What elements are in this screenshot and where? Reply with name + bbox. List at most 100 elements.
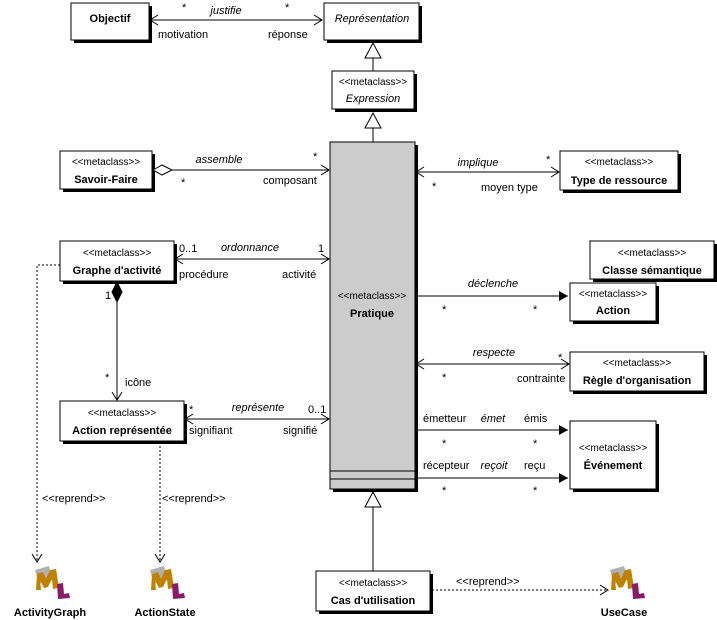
generalization-cas-utilisation-pratique <box>364 490 382 571</box>
class-objectif[interactable]: Objectif <box>70 2 152 43</box>
class-pratique-name: Pratique <box>350 308 394 320</box>
uml-element-usecase: UseCase <box>601 566 647 619</box>
association-emet-mult-a: * <box>442 438 447 450</box>
association-represente-mult-b: 0..1 <box>308 404 326 416</box>
class-representation-name: Représentation <box>335 13 410 25</box>
class-action-representee[interactable]: <<metaclass>> Action représentée <box>59 400 187 444</box>
association-respecte-mult-b: * <box>558 352 563 364</box>
dependency-casutilisation-usecase: <<reprend>> <box>432 576 609 596</box>
association-respecte-mult-a: * <box>442 372 447 384</box>
class-savoir-faire[interactable]: <<metaclass>> Savoir-Faire <box>59 150 155 192</box>
association-ordonnance-role-a: procédure <box>179 269 229 281</box>
class-cas-utilisation[interactable]: <<metaclass>> Cas d'utilisation <box>315 570 433 614</box>
association-ordonnance-role-b: activité <box>282 269 316 281</box>
dependency-action-actionstate: <<reprend>> <box>154 442 226 563</box>
class-evenement[interactable]: <<metaclass>> Événement <box>569 420 659 492</box>
association-declenche-mult-b: * <box>533 304 538 316</box>
class-cas-utilisation-name: Cas d'utilisation <box>331 595 416 607</box>
association-justifie-role-b: réponse <box>268 29 308 41</box>
association-recoit-mult-b: * <box>533 485 538 497</box>
class-classe-semantique-stereotype: <<metaclass>> <box>618 248 687 259</box>
association-emet-role-a: émetteur <box>423 413 467 425</box>
association-justifie-mult-a: * <box>182 2 187 14</box>
uml-element-actionstate-name: ActionState <box>134 607 195 619</box>
association-assemble-role-b: composant <box>263 175 317 187</box>
association-respecte-name: respecte <box>473 347 515 359</box>
association-assemble-mult-a: * <box>181 177 186 189</box>
class-graphe-activite[interactable]: <<metaclass>> Graphe d'activité <box>59 240 177 284</box>
association-justifie-name: justifie <box>208 5 241 17</box>
class-pratique-stereotype: <<metaclass>> <box>338 291 407 302</box>
uml-logo-icon <box>35 566 70 599</box>
composition-icone-role-b: icône <box>125 377 151 389</box>
association-recoit-mult-a: * <box>442 485 447 497</box>
association-represente: représente * 0..1 signifiant signifié <box>184 402 330 437</box>
dependency-casutilisation-usecase-label: <<reprend>> <box>456 576 520 588</box>
class-action-representee-name: Action représentée <box>72 425 172 437</box>
generalization-expression-representation <box>364 41 382 71</box>
association-assemble: assemble * * composant <box>151 151 330 189</box>
composition-icone: 1 * icône <box>105 280 151 401</box>
association-represente-name: représente <box>232 402 285 414</box>
association-emet-mult-b: * <box>533 438 538 450</box>
association-ordonnance-mult-b: 1 <box>318 243 324 255</box>
association-represente-mult-a: * <box>189 404 194 416</box>
uml-element-actionstate: ActionState <box>134 566 196 619</box>
class-representation[interactable]: Représentation <box>323 2 422 43</box>
association-recoit-name: reçoit <box>481 460 509 472</box>
uml-logo-icon <box>610 566 645 599</box>
class-cas-utilisation-stereotype: <<metaclass>> <box>339 578 408 589</box>
association-ordonnance-name: ordonnance <box>221 242 279 254</box>
uml-element-activitygraph: ActivityGraph <box>14 566 86 619</box>
class-expression-name: Expression <box>346 93 400 105</box>
association-respecte: respecte * * contrainte <box>415 347 570 385</box>
dependency-graphe-activitygraph-label: <<reprend>> <box>42 493 106 505</box>
association-ordonnance: ordonnance 0..1 1 procédure activité <box>174 242 330 281</box>
association-assemble-name: assemble <box>195 154 242 166</box>
uml-logo-icon <box>150 566 185 599</box>
association-emet-role-b: émis <box>524 413 548 425</box>
class-regle-organisation-name: Règle d'organisation <box>583 375 692 387</box>
class-graphe-activite-stereotype: <<metaclass>> <box>83 248 152 259</box>
uml-element-activitygraph-name: ActivityGraph <box>14 607 86 619</box>
class-savoir-faire-name: Savoir-Faire <box>74 174 138 186</box>
class-type-ressource[interactable]: <<metaclass>> Type de ressource <box>559 150 681 193</box>
class-classe-semantique[interactable]: <<metaclass>> Classe sémantique <box>589 240 717 282</box>
association-declenche-name: déclenche <box>468 278 518 290</box>
uml-element-usecase-name: UseCase <box>601 607 647 619</box>
association-assemble-mult-b: * <box>313 151 318 163</box>
class-action-stereotype: <<metaclass>> <box>579 289 648 300</box>
class-savoir-faire-stereotype: <<metaclass>> <box>72 157 141 168</box>
class-classe-semantique-name: Classe sémantique <box>602 265 702 277</box>
association-recoit-role-b: reçu <box>524 460 545 472</box>
composition-icone-mult-a: 1 <box>105 290 111 302</box>
association-emet: émetteur émet émis * * <box>416 413 568 450</box>
class-type-ressource-stereotype: <<metaclass>> <box>585 157 654 168</box>
class-action-representee-stereotype: <<metaclass>> <box>88 408 157 419</box>
association-implique-mult-b: * <box>546 154 551 166</box>
association-respecte-role-b: contrainte <box>517 373 565 385</box>
class-regle-organisation[interactable]: <<metaclass>> Règle d'organisation <box>569 351 707 394</box>
association-ordonnance-mult-a: 0..1 <box>179 243 197 255</box>
association-justifie: justifie * * motivation réponse <box>149 2 323 41</box>
class-graphe-activite-name: Graphe d'activité <box>73 265 162 277</box>
class-action[interactable]: <<metaclass>> Action <box>569 282 659 324</box>
class-objectif-name: Objectif <box>90 13 131 25</box>
association-implique: implique * * moyen type <box>415 154 560 194</box>
association-justifie-role-a: motivation <box>158 29 208 41</box>
association-represente-role-b: signifié <box>283 425 317 437</box>
association-emet-name: émet <box>481 413 506 425</box>
class-action-name: Action <box>596 305 631 317</box>
class-regle-organisation-stereotype: <<metaclass>> <box>603 358 672 369</box>
association-recoit-role-a: récepteur <box>423 460 470 472</box>
association-implique-mult-a: * <box>432 181 437 193</box>
association-recoit: récepteur reçoit reçu * * <box>416 460 568 497</box>
class-pratique[interactable]: <<metaclass>> Pratique <box>329 141 418 492</box>
dependency-action-actionstate-label: <<reprend>> <box>162 493 226 505</box>
association-implique-role-b: moyen type <box>481 182 538 194</box>
class-expression[interactable]: <<metaclass>> Expression <box>331 70 417 112</box>
class-expression-stereotype: <<metaclass>> <box>339 77 408 88</box>
class-type-ressource-name: Type de ressource <box>571 175 667 187</box>
association-declenche: déclenche * * <box>416 278 568 316</box>
